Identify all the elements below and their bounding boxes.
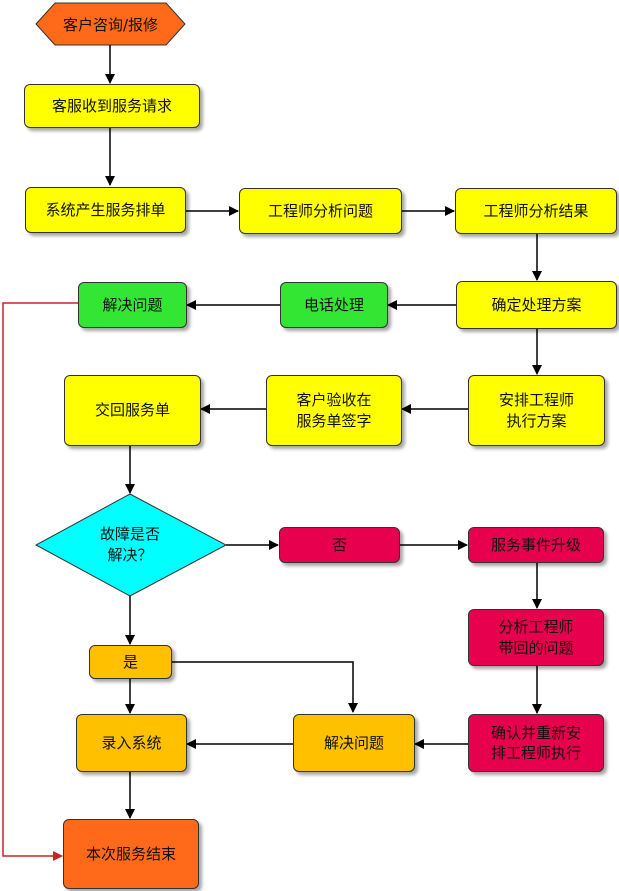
start-hexagon <box>35 2 186 46</box>
arrange-engineer-node: 安排工程师 执行方案 <box>468 375 605 446</box>
no-node: 否 <box>279 527 400 563</box>
enter-system-node: 录入系统 <box>76 714 187 772</box>
decide-plan-node: 确定处理方案 <box>456 281 617 329</box>
engineer-analyze-node: 工程师分析问题 <box>239 188 402 234</box>
service-end-node: 本次服务结束 <box>63 819 199 889</box>
confirm-reassign-node: 确认并重新安 排工程师执行 <box>468 714 604 772</box>
generate-order-node: 系统产生服务排单 <box>25 187 186 233</box>
phone-handling-node: 电话处理 <box>280 282 388 328</box>
yes-node: 是 <box>89 645 172 679</box>
start-label: 客户咨询/报修 <box>62 15 159 34</box>
escalate-event-node: 服务事件升级 <box>468 527 604 563</box>
receive-request-node: 客服收到服务请求 <box>24 84 200 128</box>
analysis-result-node: 工程师分析结果 <box>455 188 617 234</box>
analyze-returned-problem-node: 分析工程师 带回的问题 <box>468 609 604 666</box>
edge-yes-solve <box>172 661 358 713</box>
start-node: 客户咨询/报修 <box>36 3 185 45</box>
solve-problem-bottom-node: 解决问题 <box>293 714 415 772</box>
decision-node: 故障是否 解决？ <box>99 525 160 564</box>
edge-solve-end-feedback <box>2 302 78 861</box>
return-order-node: 交回服务单 <box>64 375 201 446</box>
customer-accept-node: 客户验收在 服务单签字 <box>266 375 402 446</box>
solve-problem-left-node: 解决问题 <box>78 282 187 328</box>
